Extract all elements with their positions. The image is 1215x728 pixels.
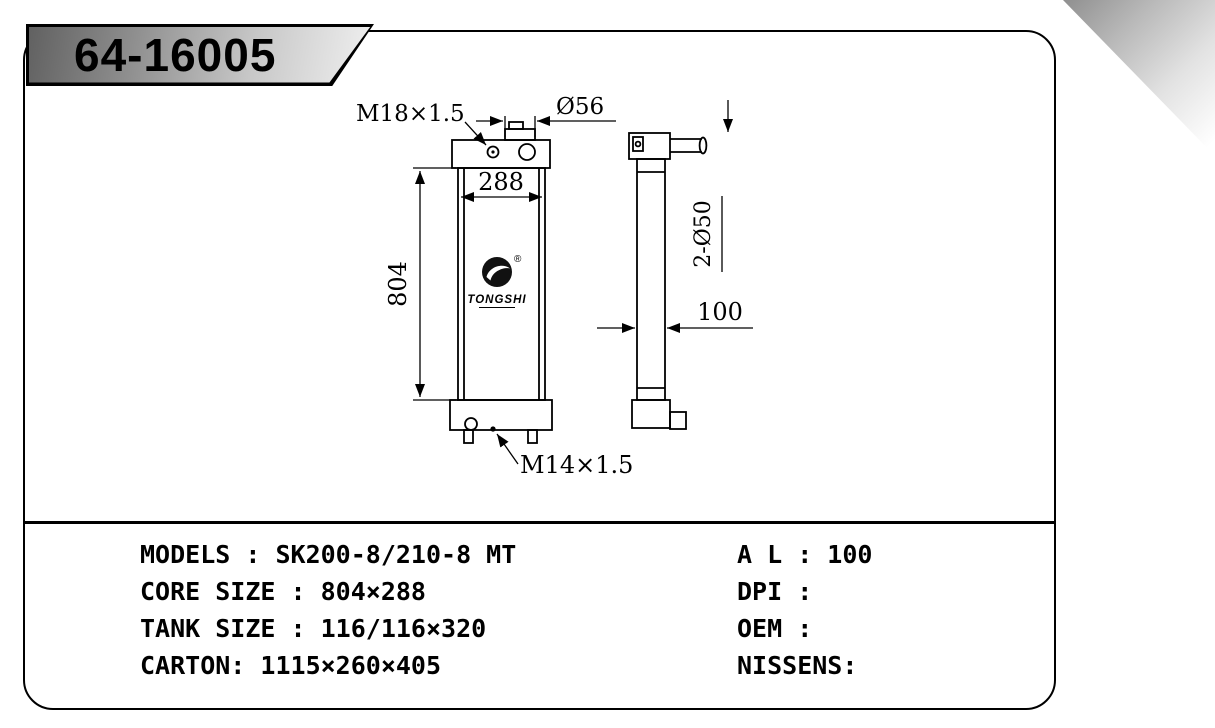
spec-tank-size: TANK SIZE : 116/116×320 (140, 614, 487, 643)
part-number: 64-16005 (74, 29, 277, 81)
dim-thread-bottom: M14×1.5 (520, 451, 633, 479)
spec-core-size: CORE SIZE : 804×288 (140, 577, 426, 606)
dim-pipe-diameter: 2-Ø50 (691, 200, 716, 267)
spec-oem: OEM : (737, 614, 813, 643)
filler-circle (518, 143, 536, 161)
top-plug-circle (486, 145, 500, 159)
front-dimension-lines (413, 116, 616, 465)
spec-carton: CARTON: 1115×260×405 (140, 651, 442, 680)
dim-depth: 100 (697, 298, 743, 326)
spec-al: A L : 100 (737, 540, 873, 569)
side-dimension-lines (597, 100, 753, 333)
dim-neck-diameter: Ø56 (556, 94, 604, 120)
brand-logo: ® TONGSHI (467, 254, 526, 308)
spec-models: MODELS : SK200-8/210-8 MT (140, 540, 517, 569)
logo-swoosh-icon (486, 265, 510, 281)
dim-core-height: 804 (384, 261, 412, 307)
part-number-banner: 64-16005 (26, 24, 374, 86)
radiator-side-view (628, 132, 708, 430)
part-number-banner-bg (28, 26, 371, 83)
dimension-texts: M18×1.5 Ø56 288 804 M14×1.5 2-Ø50 100 (356, 94, 743, 479)
drain-pipe-circle (464, 417, 478, 431)
dim-core-width: 288 (478, 168, 524, 196)
dim-thread-top: M18×1.5 (356, 101, 465, 127)
spec-dpi: DPI : (737, 577, 813, 606)
brand-name: TONGSHI (467, 294, 526, 306)
bottom-plug-dot (490, 426, 496, 432)
radiator-front-view (449, 121, 553, 444)
registered-mark: ® (514, 254, 522, 265)
spec-nissens: NISSENS: (737, 651, 858, 680)
divider-line (24, 521, 1056, 524)
logo-emblem-icon (482, 257, 512, 287)
core-side (636, 158, 666, 401)
